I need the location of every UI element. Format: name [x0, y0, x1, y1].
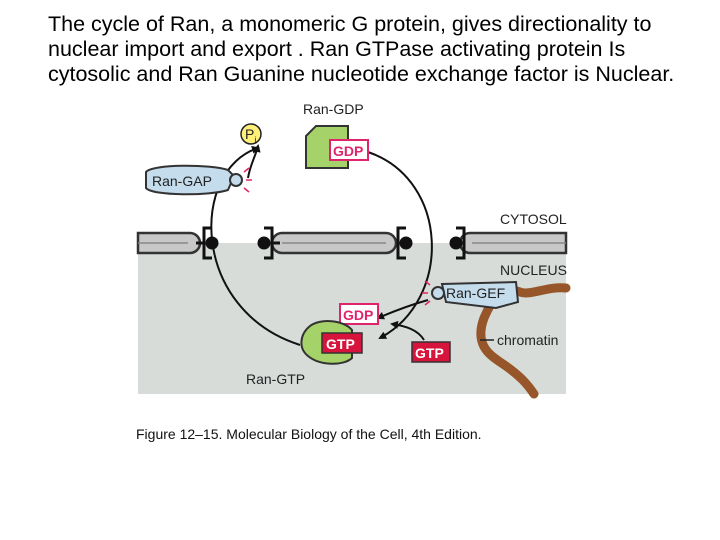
- gdp-bottom-box: [339, 303, 379, 325]
- figure-caption: Figure 12–15. Molecular Biology of the C…: [136, 426, 482, 442]
- ran-gef-protein: [422, 280, 520, 310]
- nucleus-label: NUCLEUS: [500, 262, 567, 278]
- gdp-release-arrow: [376, 299, 429, 320]
- ran-gef-label: Ran-GEF: [446, 285, 505, 301]
- cycle-arc-left: [210, 146, 301, 346]
- chromatin-label: chromatin: [497, 332, 558, 348]
- cycle-arc-right: [367, 151, 433, 339]
- pi-label: Pi: [245, 126, 256, 145]
- chromatin-fiber: [476, 283, 571, 399]
- cytosol-label: CYTOSOL: [500, 211, 567, 227]
- ran-gtp-label: Ran-GTP: [246, 371, 305, 387]
- ran-gap-protein: [145, 164, 252, 196]
- gdp-bottom-label: GDP: [343, 307, 373, 323]
- gtp-entry-arrow: [390, 320, 425, 341]
- ran-gdp-label: Ran-GDP: [303, 101, 364, 117]
- slide-text: The cycle of Ran, a monomeric G protein,…: [48, 12, 675, 86]
- ran-gap-label: Ran-GAP: [152, 173, 212, 189]
- gtp-free-box: [411, 341, 451, 363]
- gtp-bound-box: [321, 332, 363, 354]
- gdp-top-label: GDP: [333, 143, 363, 159]
- gtp-free-label: GTP: [415, 345, 444, 361]
- gtp-bound-label: GTP: [326, 336, 355, 352]
- gdp-top-box: [329, 139, 369, 161]
- pi-circle: [240, 123, 262, 145]
- nuclear-pore-right: [396, 226, 466, 260]
- pi-release-arrow: [247, 144, 261, 179]
- nuclear-pore-left: [196, 226, 280, 260]
